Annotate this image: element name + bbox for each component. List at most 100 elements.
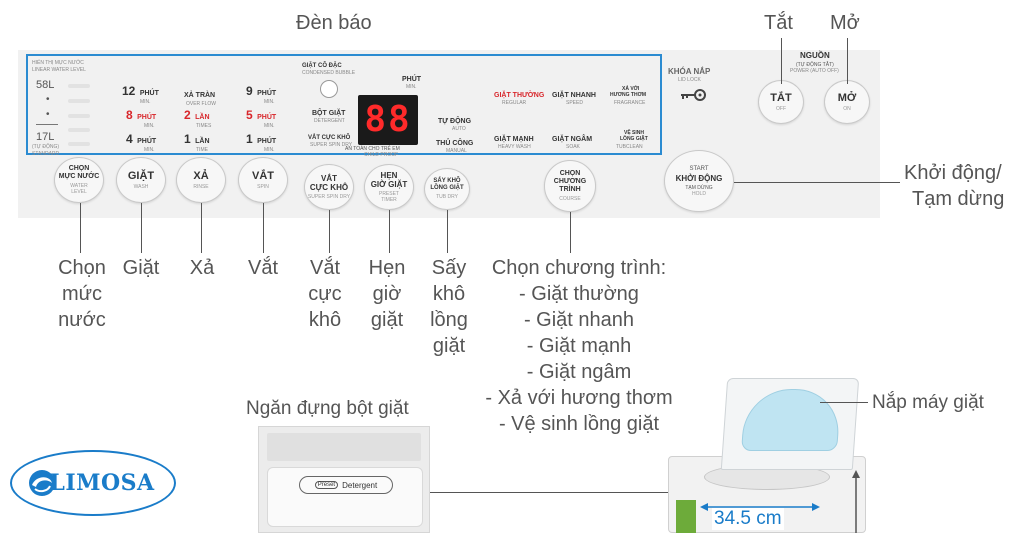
drawer-detergent-text: Detergent [342, 480, 378, 490]
program-soak: GIẶT NGÂM [552, 136, 593, 143]
indicator-lights-callout: Đèn báo [296, 12, 372, 34]
water-level-auto-sub: STANDARD [32, 151, 60, 157]
drawer-leader-line [430, 492, 678, 493]
lid-lock-label: KHÓA NẮP [668, 67, 711, 76]
timer-leader-line [389, 210, 390, 253]
program-fragrance-sub: FRAGRANCE [614, 100, 646, 106]
spin-time-1: 1 PHÚT MIN. [246, 132, 277, 153]
on-leader-line [847, 38, 848, 84]
manual-label: THỦ CÔNG [436, 140, 474, 147]
off-leader-line [781, 38, 782, 84]
program-fragrance: XẢ VỚI [622, 86, 640, 92]
limosa-logo: LIMOSA [10, 450, 176, 516]
child-lock-sub: CHILD PROOF [364, 152, 399, 158]
rinse-overflow: XẢ TRÀN OVER FLOW [184, 92, 217, 107]
wash-button[interactable]: GIẶT WASH [116, 157, 166, 203]
program-callout: Chọn chương trình: - Giặt thường - Giặt … [485, 257, 673, 435]
condensed-sub: CONDENSED BUBBLE [302, 70, 356, 76]
program-fragrance-line2: HƯƠNG THƠM [610, 92, 647, 98]
start-pause-button[interactable]: START KHỞI ĐỘNG TẠM DỪNG HOLD [664, 150, 734, 212]
water-level-max: 58L [36, 79, 55, 91]
super-spin-button[interactable]: VẮT CỰC KHÔ SUPER SPIN DRY [304, 164, 354, 210]
rinse-button[interactable]: XẢ RINSE [176, 157, 226, 203]
water-level-dot: • [46, 109, 50, 120]
machine-lid [720, 378, 860, 470]
water-level-button[interactable]: CHỌN MỰC NƯỚC WATER LEVEL [54, 157, 104, 203]
seven-segment-display: 88 [358, 95, 418, 145]
tub-dry-button[interactable]: SẤY KHÔ LỒNG GIẶT TUB DRY [424, 168, 470, 210]
lid-window [741, 389, 842, 451]
auto-label: TỰ ĐỘNG [438, 118, 472, 125]
key-icon [681, 89, 706, 101]
lid-leader-line [820, 402, 868, 403]
display-minute-sub: MIN. [406, 84, 417, 90]
wash-callout: Giặt [122, 257, 160, 279]
drawer-label-plate: Preset Detergent [299, 476, 393, 494]
machine-side-panel [676, 500, 696, 533]
program-speed-sub: SPEED [566, 100, 583, 106]
program-tubclean-line2: LỒNG GIẶT [620, 136, 648, 142]
condensed-label: GIẶT CÔ ĐẶC [302, 63, 342, 69]
program-leader-line [570, 212, 571, 253]
water-level-led [68, 128, 90, 132]
lid-lock-sub: LID LOCK [678, 77, 701, 83]
on-callout: Mở [830, 12, 860, 34]
water-level-auto: (TỰ ĐỘNG) [32, 144, 60, 150]
limosa-swirl-icon [29, 470, 55, 496]
water-level-led [68, 142, 90, 146]
drawer-top [267, 433, 421, 461]
drawer-preset-text: Preset [314, 481, 339, 489]
off-callout: Tắt [764, 12, 793, 34]
timer-button[interactable]: HẸN GIỜ GIẶT PRESET TIMER [364, 164, 414, 210]
start-pause-callout: Khởi động/ [904, 162, 1002, 184]
program-speed: GIẶT NHANH [552, 92, 596, 99]
auto-sub: AUTO [452, 126, 466, 132]
width-arrow [700, 503, 820, 511]
program-heavy-sub: HEAVY WASH [498, 144, 531, 150]
width-dimension-label: 34.5 cm [712, 508, 784, 530]
power-label: NGUỒN [800, 51, 830, 60]
spin-callout: Vắt [247, 257, 279, 279]
detergent-drawer-callout: Ngăn đựng bột giặt [246, 398, 409, 419]
rinse-1-time: 1 LẦN TIME [184, 132, 210, 153]
drawer-front [267, 467, 423, 527]
manual-sub: MANUAL [446, 148, 467, 154]
start-pause-callout-line2: Tạm dừng [912, 188, 1005, 210]
super-spin-leader-line [329, 210, 330, 253]
power-sub-en: POWER (AUTO OFF) [790, 68, 839, 74]
program-heavy: GIẶT MẠNH [494, 136, 534, 143]
water-level-subtitle: LINEAR WATER LEVEL [32, 67, 86, 73]
water-level-divider [36, 124, 58, 125]
water-level-led [68, 114, 90, 118]
water-level-led [68, 99, 90, 103]
program-tubclean: VỆ SINH [624, 130, 645, 136]
detergent-drawer-photo: Preset Detergent [258, 426, 430, 533]
water-level-leader-line [80, 203, 81, 253]
water-level-led [68, 84, 90, 88]
wash-time-8: 8 PHÚT MIN. [126, 108, 157, 129]
program-button[interactable]: CHỌN CHƯƠNG TRÌNH COURSE [544, 160, 596, 212]
super-dry-label: VẮT CỰC KHÔ [308, 135, 351, 141]
start-pause-leader-line [734, 182, 900, 183]
rinse-callout: Xả [189, 257, 215, 279]
power-off-button[interactable]: TẮT OFF [758, 80, 804, 124]
spin-time-5: 5 PHÚT MIN. [246, 108, 277, 129]
spin-leader-line [263, 203, 264, 253]
power-on-button[interactable]: MỞ ON [824, 80, 870, 124]
rinse-2-times: 2 LẦN TIMES [184, 108, 212, 129]
spin-button[interactable]: VẮT SPIN [238, 157, 288, 203]
limosa-logo-text: LIMOSA [49, 470, 155, 496]
tub-dry-leader-line [447, 210, 448, 253]
program-regular: GIẶT THƯỜNG [494, 92, 545, 99]
lid-callout: Nắp máy giặt [872, 392, 984, 413]
water-level-min: 17L [36, 131, 55, 143]
wash-time-12: 12 PHÚT MIN. [122, 84, 159, 105]
display-minute-label: PHÚT [402, 76, 422, 83]
child-lock-label: AN TOÀN CHO TRẺ EM [345, 146, 400, 152]
rinse-leader-line [201, 203, 202, 253]
detergent-label: BỘT GIẶT [312, 110, 346, 117]
